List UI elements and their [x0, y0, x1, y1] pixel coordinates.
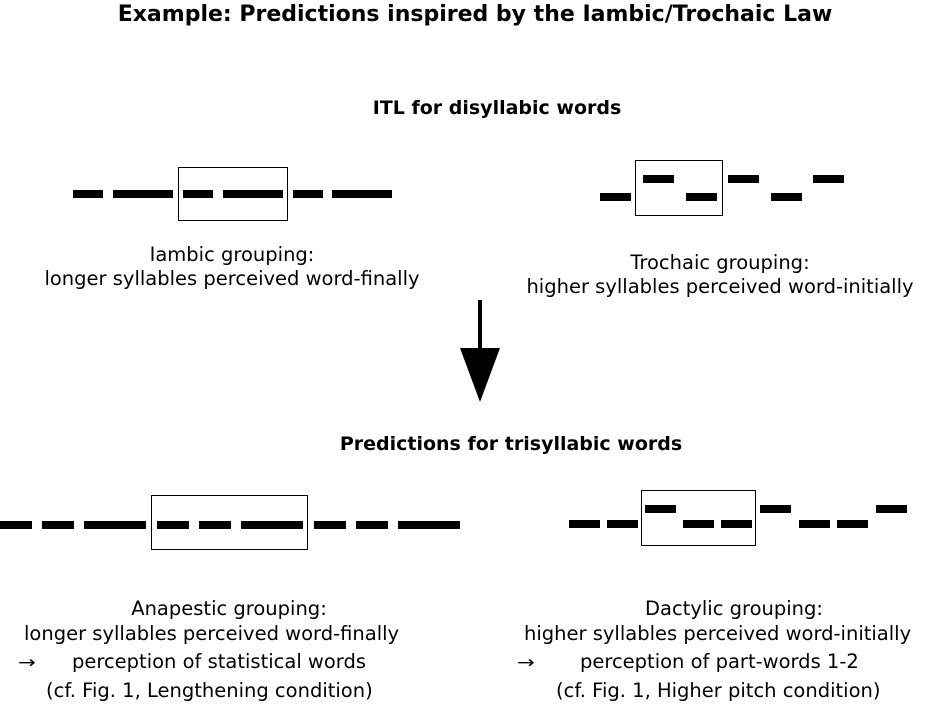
syllable-high	[876, 505, 907, 513]
down-arrow-icon	[460, 300, 500, 402]
anapestic-caption-top: Anapestic grouping:	[0, 597, 458, 621]
trochaic-caption-line1: Trochaic grouping:	[630, 251, 810, 274]
anapestic-caption-line4: (cf. Fig. 1, Lengthening condition)	[46, 679, 373, 702]
syllable-low	[683, 520, 714, 528]
predictions-heading: Predictions for trisyllabic words	[339, 433, 683, 455]
syllable-short	[0, 521, 32, 529]
right-arrow-icon: →	[18, 652, 36, 673]
dactylic-caption-line3-row: → perception of part-words 1-2	[517, 648, 911, 678]
syllable-short	[293, 190, 323, 198]
dactylic-caption-line1: Dactylic grouping:	[645, 597, 823, 620]
syllable-long	[113, 190, 173, 198]
syllable-short	[199, 521, 231, 529]
word-box	[178, 167, 288, 221]
syllable-low	[799, 520, 830, 528]
syllable-short	[183, 190, 213, 198]
trochaic-caption: Trochaic grouping: higher syllables perc…	[490, 251, 950, 299]
dactylic-caption-line2: higher syllables perceived word-initiall…	[524, 622, 912, 645]
syllable-high	[813, 175, 844, 183]
anapestic-caption-line3-row: → perception of statistical words	[18, 648, 399, 678]
dactylic-caption-line3: perception of part-words 1-2	[580, 649, 859, 673]
syllable-short	[73, 190, 103, 198]
syllable-high	[760, 505, 791, 513]
anapestic-caption-body: longer syllables perceived word-finally …	[18, 620, 400, 705]
word-box	[635, 160, 723, 216]
trochaic-caption-line2: higher syllables perceived word-initiall…	[526, 275, 914, 298]
anapestic-caption-line1: Anapestic grouping:	[131, 597, 327, 620]
syllable-short	[356, 521, 388, 529]
syllable-short	[42, 521, 74, 529]
syllable-low	[600, 193, 631, 201]
dactylic-caption-top: Dactylic grouping:	[498, 597, 950, 621]
figure-title: Example: Predictions inspired by the Iam…	[117, 2, 833, 27]
anapestic-caption-line3: perception of statistical words	[72, 649, 367, 673]
syllable-short	[314, 521, 346, 529]
right-arrow-icon: →	[517, 652, 535, 673]
syllable-high	[643, 175, 674, 183]
syllable-low	[771, 193, 802, 201]
word-box	[641, 490, 756, 546]
syllable-low	[721, 520, 752, 528]
syllable-long	[223, 190, 283, 198]
dactylic-caption-body: higher syllables perceived word-initiall…	[517, 620, 912, 705]
syllable-low	[569, 520, 600, 528]
syllable-long	[84, 521, 146, 529]
syllable-low	[686, 193, 717, 201]
iambic-caption-line2: longer syllables perceived word-finally	[44, 267, 420, 290]
syllable-long	[332, 190, 392, 198]
itl-heading: ITL for disyllabic words	[372, 97, 622, 119]
syllable-high	[645, 505, 676, 513]
word-box	[151, 495, 308, 550]
iambic-caption: Iambic grouping: longer syllables percei…	[0, 243, 464, 291]
syllable-low	[607, 520, 638, 528]
iambic-caption-line1: Iambic grouping:	[149, 243, 315, 266]
dactylic-caption-line4: (cf. Fig. 1, Higher pitch condition)	[556, 679, 881, 702]
syllable-long	[398, 521, 460, 529]
anapestic-caption-line2: longer syllables perceived word-finally	[24, 622, 400, 645]
syllable-low	[837, 520, 868, 528]
syllable-long	[241, 521, 303, 529]
syllable-short	[157, 521, 189, 529]
syllable-high	[728, 175, 759, 183]
